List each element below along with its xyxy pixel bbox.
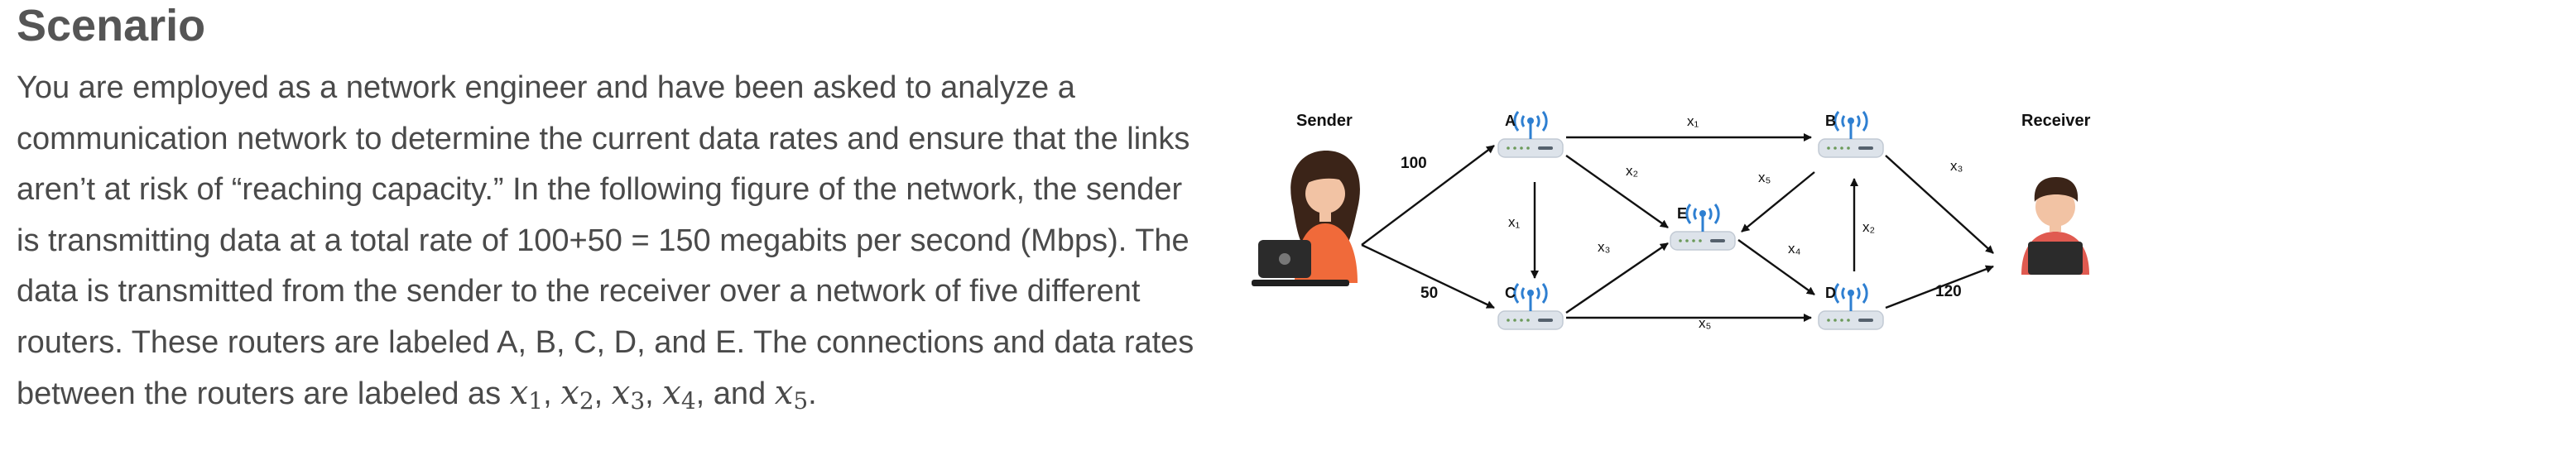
rate-label-50: 50 xyxy=(1420,285,1438,302)
arrow-sender-c xyxy=(1361,243,1495,309)
router-e-label: E xyxy=(1677,205,1687,222)
variable-x1: x1 xyxy=(509,374,544,415)
edge-label-a-c: x₁ xyxy=(1508,214,1521,230)
router-b: B xyxy=(1817,110,1885,159)
edge-label-a-b: x₁ xyxy=(1687,113,1699,129)
variable-x3: x3 xyxy=(611,374,646,415)
arrow-a-e xyxy=(1565,155,1669,228)
router-a: A xyxy=(1497,110,1564,159)
network-diagram: A B C D E Sender Receiver 100 50 120 x xyxy=(1242,91,2111,364)
router-d: D xyxy=(1817,282,1885,331)
edge-label-a-e: x₂ xyxy=(1626,163,1638,179)
edge-label-b-receiver: x₃ xyxy=(1950,158,1963,174)
arrow-c-e xyxy=(1565,242,1669,314)
variable-x5: x5 xyxy=(774,374,809,415)
scenario-paragraph: You are employed as a network engineer a… xyxy=(17,70,1194,415)
edge-label-d-b: x₂ xyxy=(1862,219,1875,235)
router-e: E xyxy=(1669,203,1737,252)
router-c-label: C xyxy=(1505,285,1516,301)
edge-label-c-e: x₃ xyxy=(1598,239,1610,255)
sender-label: Sender xyxy=(1296,112,1353,130)
arrow-b-e xyxy=(1741,171,1815,232)
variable-x2: x2 xyxy=(560,374,594,415)
scenario-text: You are employed as a network engineer a… xyxy=(17,70,1194,411)
arrow-sender-a xyxy=(1361,145,1495,246)
router-d-label: D xyxy=(1825,285,1836,301)
variable-x4: x4 xyxy=(662,374,696,415)
arrow-e-d xyxy=(1737,239,1815,295)
edge-label-e-d: x₄ xyxy=(1788,241,1801,256)
receiver-person-icon xyxy=(2021,177,2089,275)
receiver-label: Receiver xyxy=(2021,112,2091,130)
rate-label-120: 120 xyxy=(1935,283,1962,300)
page-title: Scenario xyxy=(17,1,206,50)
edge-label-c-d: x₅ xyxy=(1699,315,1711,331)
rate-label-100: 100 xyxy=(1401,155,1427,172)
sender-person-icon xyxy=(1252,151,1360,286)
router-a-label: A xyxy=(1505,113,1516,129)
router-b-label: B xyxy=(1825,113,1836,129)
arrow-d-receiver xyxy=(1885,265,1994,309)
arrow-b-receiver xyxy=(1885,155,1994,254)
router-c: C xyxy=(1497,282,1564,331)
edge-label-b-e: x₅ xyxy=(1758,170,1771,185)
